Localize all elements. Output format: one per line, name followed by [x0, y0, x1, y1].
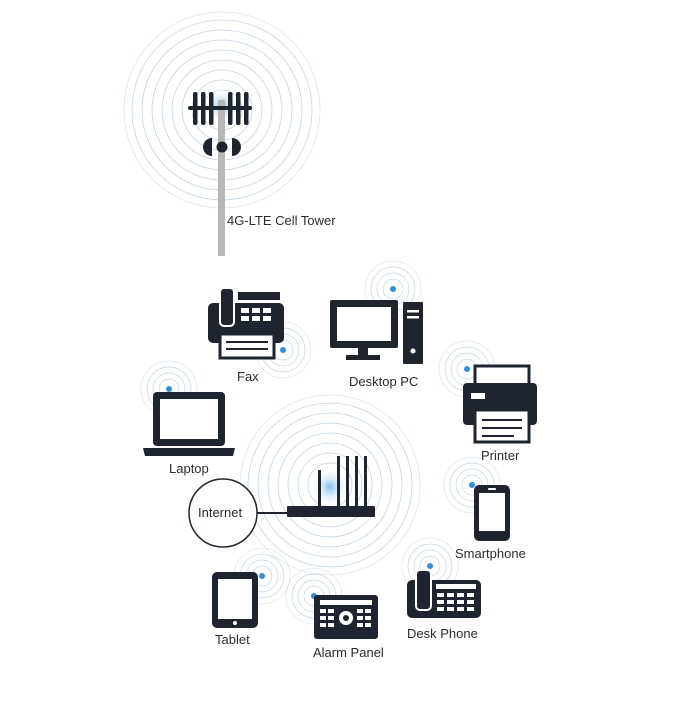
smartphone-icon	[474, 485, 510, 541]
desktop-pc-signal-dot	[390, 286, 396, 292]
tower-label: 4G-LTE Cell Tower	[227, 213, 336, 228]
laptop-icon	[143, 392, 235, 456]
laptop-label: Laptop	[169, 461, 209, 476]
internet-node	[188, 478, 258, 548]
desktop-pc-icon	[330, 300, 423, 364]
alarm-panel-icon	[314, 595, 378, 639]
tower-antenna-icon	[188, 92, 252, 156]
tablet-signal-dot	[259, 573, 265, 579]
desk-phone-label: Desk Phone	[407, 626, 478, 641]
fax-label: Fax	[237, 369, 259, 384]
tablet-icon	[212, 572, 258, 628]
alarm-panel-label: Alarm Panel	[313, 645, 384, 660]
printer-icon	[463, 364, 537, 444]
smartphone-signal-dot	[469, 482, 475, 488]
tower-mast	[218, 100, 225, 256]
fax-signal-dot	[280, 347, 286, 353]
router-signal-rings	[239, 394, 421, 576]
printer-label: Printer	[481, 448, 520, 463]
desk-phone-signal-dot	[427, 563, 433, 569]
router-glow	[310, 467, 350, 507]
desk-phone-icon	[407, 569, 481, 618]
router-icon	[287, 456, 375, 517]
tablet-label: Tablet	[215, 632, 250, 647]
smartphone-label: Smartphone	[455, 546, 526, 561]
printer-signal-dot	[464, 366, 470, 372]
fax-icon	[208, 287, 284, 360]
internet-label: Internet	[198, 505, 243, 520]
desktop-pc-label: Desktop PC	[349, 374, 419, 389]
laptop-signal-dot	[166, 386, 172, 392]
